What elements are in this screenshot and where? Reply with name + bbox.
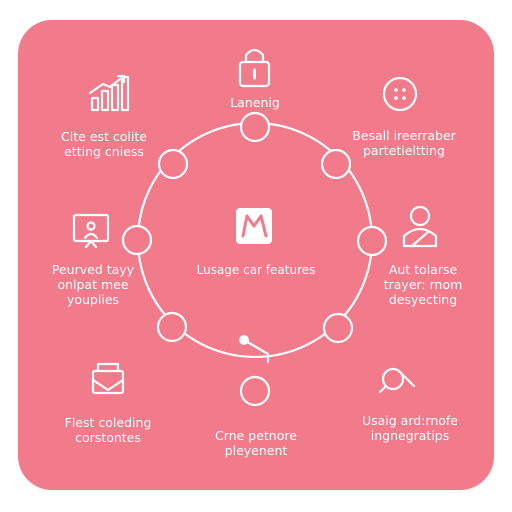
feature-label-left: Peurved tayy onlpat mee youplies	[51, 262, 135, 307]
feature-label-top: Lanenig	[230, 95, 280, 110]
node-upper-left	[157, 148, 189, 180]
feature-label-upper-left: Cite est colite etting cniess	[61, 129, 147, 159]
bar-chart-rising-icon	[88, 74, 130, 112]
node-lower-left	[156, 311, 188, 343]
feature-label-bottom: Crne petnore pleyenent	[215, 428, 297, 458]
node-left	[121, 224, 153, 256]
node-right	[356, 225, 388, 257]
pointer-dot	[239, 335, 249, 345]
pointer-connector	[242, 338, 270, 364]
feature-label-upper-right: Besall ireerraber partetieltting	[352, 128, 456, 158]
feature-label-right: Aut tolarse trayer: rnom desyecting	[383, 262, 463, 307]
presentation-board-icon	[72, 213, 110, 249]
node-top	[239, 111, 271, 143]
center-label: Lusage car features	[196, 263, 316, 277]
feature-label-lower-left: Flest coleding corstontes	[64, 415, 152, 445]
magnifier-document-icon	[378, 367, 416, 394]
node-upper-right	[320, 148, 352, 180]
node-bottom	[239, 375, 271, 407]
node-lower-right	[322, 312, 354, 344]
envelope-document-icon	[91, 362, 125, 395]
person-at-laptop-icon	[402, 205, 438, 248]
padlock-icon	[238, 48, 271, 88]
car-shield-icon	[236, 208, 272, 244]
feature-label-lower-right: Usaig ard:rnofe ingnegratips	[361, 413, 458, 443]
button-icon	[382, 76, 418, 112]
